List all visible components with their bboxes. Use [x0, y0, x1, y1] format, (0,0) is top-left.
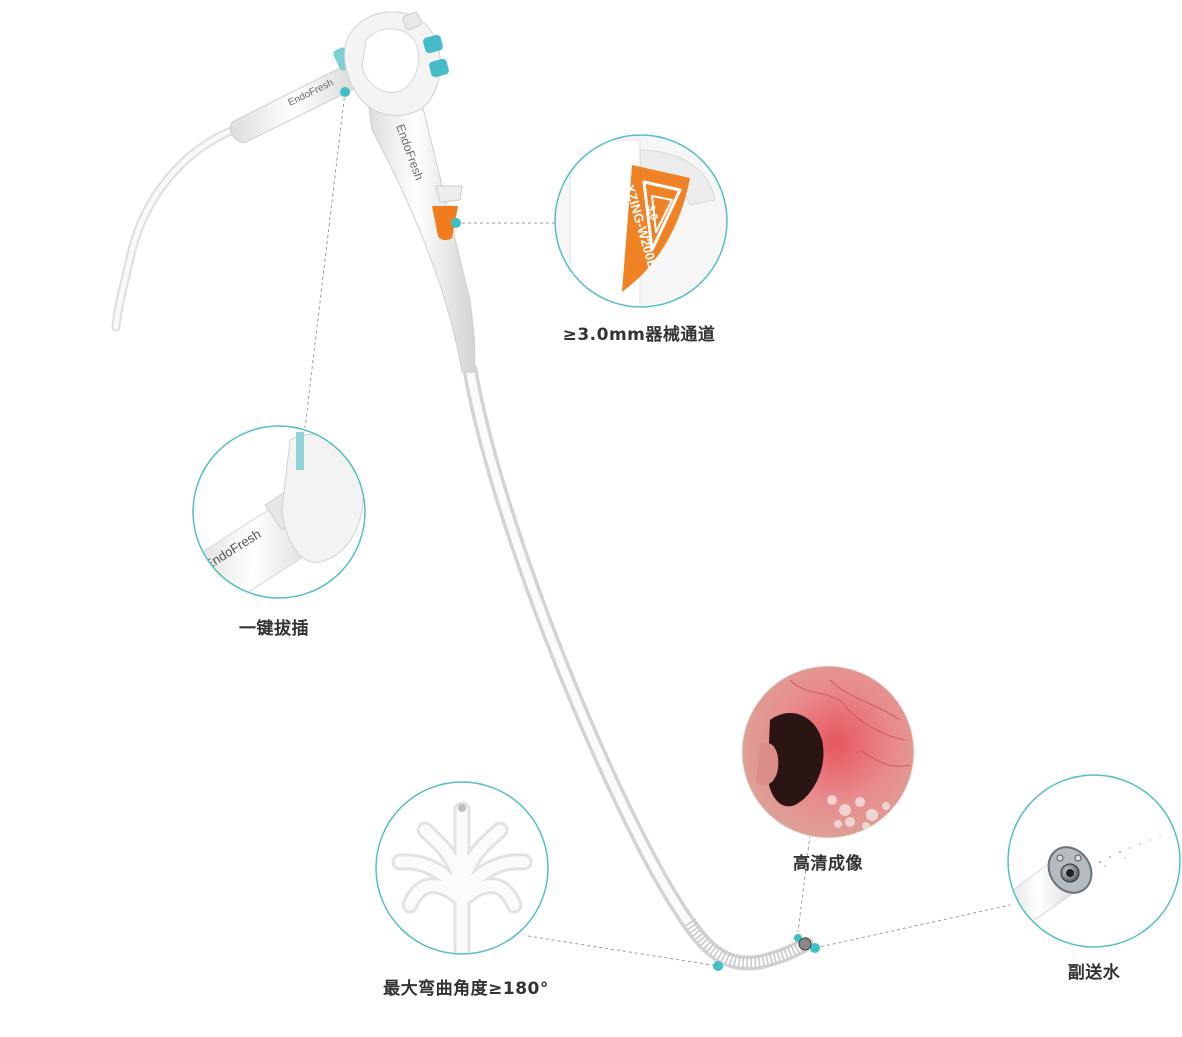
callout-leader-lines — [304, 91, 1011, 967]
callout-aux-water-circle — [1007, 774, 1181, 948]
callout-hd-imaging-circle — [741, 665, 915, 839]
biopsy-port — [432, 206, 458, 241]
port-size: 3.0 — [644, 204, 660, 222]
control-handle: EndoFresh EndoFresh — [230, 11, 476, 373]
dot-channel — [451, 218, 461, 228]
callout-one-key-circle: EndoFresh — [192, 425, 366, 599]
distal-tip — [798, 937, 812, 951]
air-water-valve-icon — [429, 58, 449, 78]
label-channel: ≥3.0mm器械通道 — [562, 325, 716, 345]
dot-water — [810, 943, 820, 953]
leader-aux-water — [814, 904, 1011, 949]
leader-one-key — [304, 91, 346, 429]
leader-hd-imaging — [797, 834, 811, 933]
suction-valve-icon — [423, 34, 443, 54]
handle-body — [367, 94, 476, 373]
callout-channel-circle: XZING-W200B 3.0 — [554, 134, 728, 308]
bending-section — [684, 918, 808, 969]
label-hd-imaging: 高清成像 — [793, 854, 863, 874]
label-one-key: 一键拔插 — [239, 619, 309, 639]
label-aux-water: 副送水 — [1067, 963, 1121, 983]
leader-bending — [527, 935, 719, 967]
dot-one-key — [340, 87, 350, 97]
callout-bending-circle — [375, 781, 549, 955]
umbilical-cable — [111, 123, 243, 332]
label-bending: 最大弯曲角度≥180° — [383, 979, 549, 999]
dot-bending — [713, 961, 723, 971]
